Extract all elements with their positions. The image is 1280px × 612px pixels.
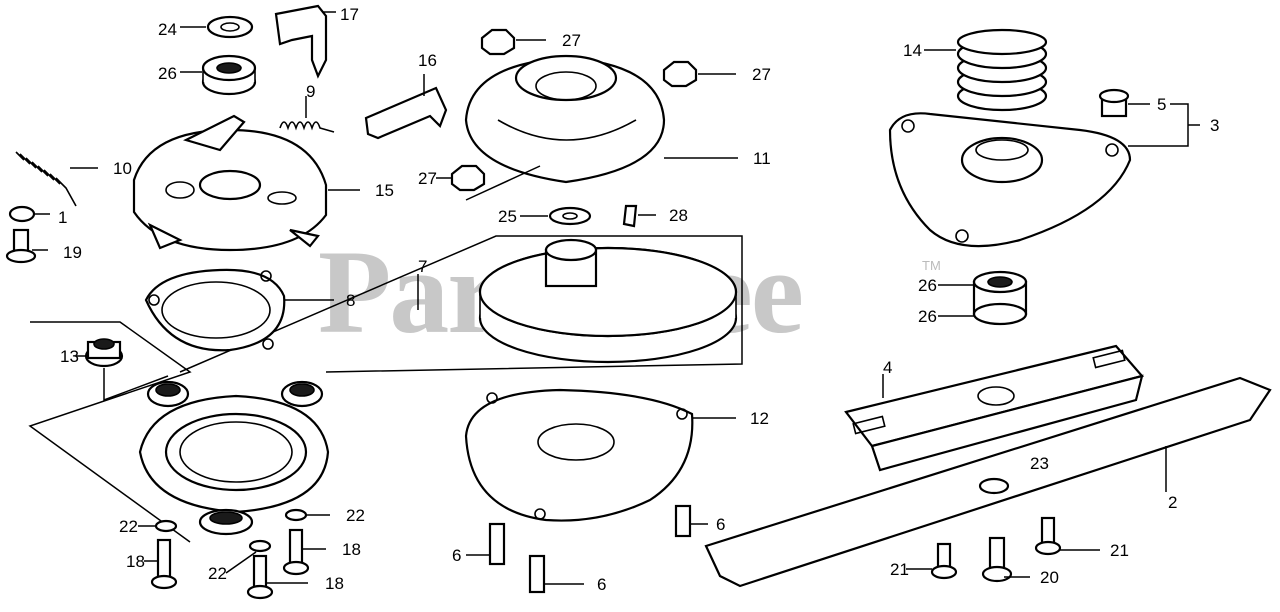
part-22-washer-c: [225, 539, 272, 574]
callout-c18b: 18: [342, 540, 361, 559]
part-5-bushing: [1098, 88, 1150, 118]
callout-c25: 25: [498, 207, 517, 226]
part-6-stud-c: [528, 554, 584, 594]
callout-c20: 20: [1040, 568, 1059, 587]
part-18-bolt-c: [246, 554, 308, 600]
callout-c4: 4: [883, 358, 892, 377]
part-28-key: [622, 204, 656, 228]
part-26-bearing-lower: [938, 270, 1028, 326]
part-27-nut-c: [436, 164, 486, 192]
callout-c14: 14: [903, 41, 922, 60]
callout-c8: 8: [346, 291, 355, 310]
callout-c6a: 6: [716, 515, 725, 534]
part-27-nut-a: [480, 28, 546, 56]
part-21-bolt-b: [906, 542, 958, 580]
part-3-housing: [888, 103, 1200, 248]
callout-c16: 16: [418, 51, 437, 70]
callout-c22a: 22: [119, 517, 138, 536]
callout-c27b: 27: [752, 65, 771, 84]
part-17-bracket: [274, 4, 336, 79]
part-10-spring: [15, 151, 98, 207]
callout-c5: 5: [1157, 95, 1166, 114]
part-26-bearing-top: [180, 54, 257, 96]
part-housing-lower: [138, 380, 330, 536]
part-20-bolt: [981, 536, 1030, 583]
callout-c10: 10: [113, 159, 132, 178]
part-11-cover: [464, 54, 738, 201]
part-21-bolt-a: [1034, 516, 1100, 556]
callout-c3: 3: [1210, 116, 1219, 135]
callout-c1: 1: [58, 208, 67, 227]
part-8-gasket: [144, 268, 334, 352]
part-18-bolt-a: [144, 538, 178, 590]
part-6-stud-b: [466, 522, 506, 566]
callout-c28: 28: [669, 206, 688, 225]
part-18-bolt-b: [282, 528, 326, 576]
part-13-bushing: [76, 338, 169, 402]
part-27-nut-b: [662, 60, 736, 88]
part-14-spring: [924, 28, 1048, 112]
part-12-plate: [464, 388, 736, 522]
callout-c6b: 6: [452, 546, 461, 565]
callout-c11: 11: [753, 149, 771, 168]
part-22-washer-a: [138, 519, 178, 533]
callout-c27a: 27: [562, 31, 581, 50]
part-1-nut: [8, 205, 50, 223]
callout-c22b: 22: [346, 506, 365, 525]
part-22-washer-b: [284, 508, 330, 522]
callout-c17: 17: [340, 5, 359, 24]
part-7-pulley: [179, 235, 743, 373]
part-4-blade-adapter: [844, 344, 1144, 472]
callout-c2: 2: [1168, 493, 1177, 512]
callout-c27c: 27: [418, 169, 437, 188]
callout-c21b: 21: [890, 560, 909, 579]
callout-c18a: 18: [126, 552, 145, 571]
part-25-washer: [520, 206, 592, 226]
callout-c23: 23: [1030, 454, 1049, 473]
callout-c26a: 26: [158, 64, 177, 83]
part-24-washer: [180, 15, 254, 39]
assembly-outline: [28, 321, 192, 543]
callout-c26c: 26: [918, 307, 937, 326]
callout-c9: 9: [306, 82, 315, 101]
callout-c13: 13: [60, 347, 79, 366]
part-9-spring: [279, 96, 335, 133]
part-6-stud-a: [674, 504, 708, 538]
callout-c26b: 26: [918, 276, 937, 295]
callout-c12: 12: [750, 409, 769, 428]
callout-c22c: 22: [208, 564, 227, 583]
part-16-bracket: [364, 74, 448, 140]
callout-c15: 15: [375, 181, 394, 200]
callout-c7: 7: [418, 257, 427, 276]
callout-c19: 19: [63, 243, 82, 262]
trademark-mark: TM: [922, 258, 941, 273]
callout-c18c: 18: [325, 574, 344, 593]
part-15-plate: [132, 114, 360, 252]
callout-c24: 24: [158, 20, 177, 39]
part-19-bolt: [5, 228, 48, 264]
callout-c21a: 21: [1110, 541, 1129, 560]
callout-c6c: 6: [597, 575, 606, 594]
part-2-blade: [704, 376, 1272, 588]
